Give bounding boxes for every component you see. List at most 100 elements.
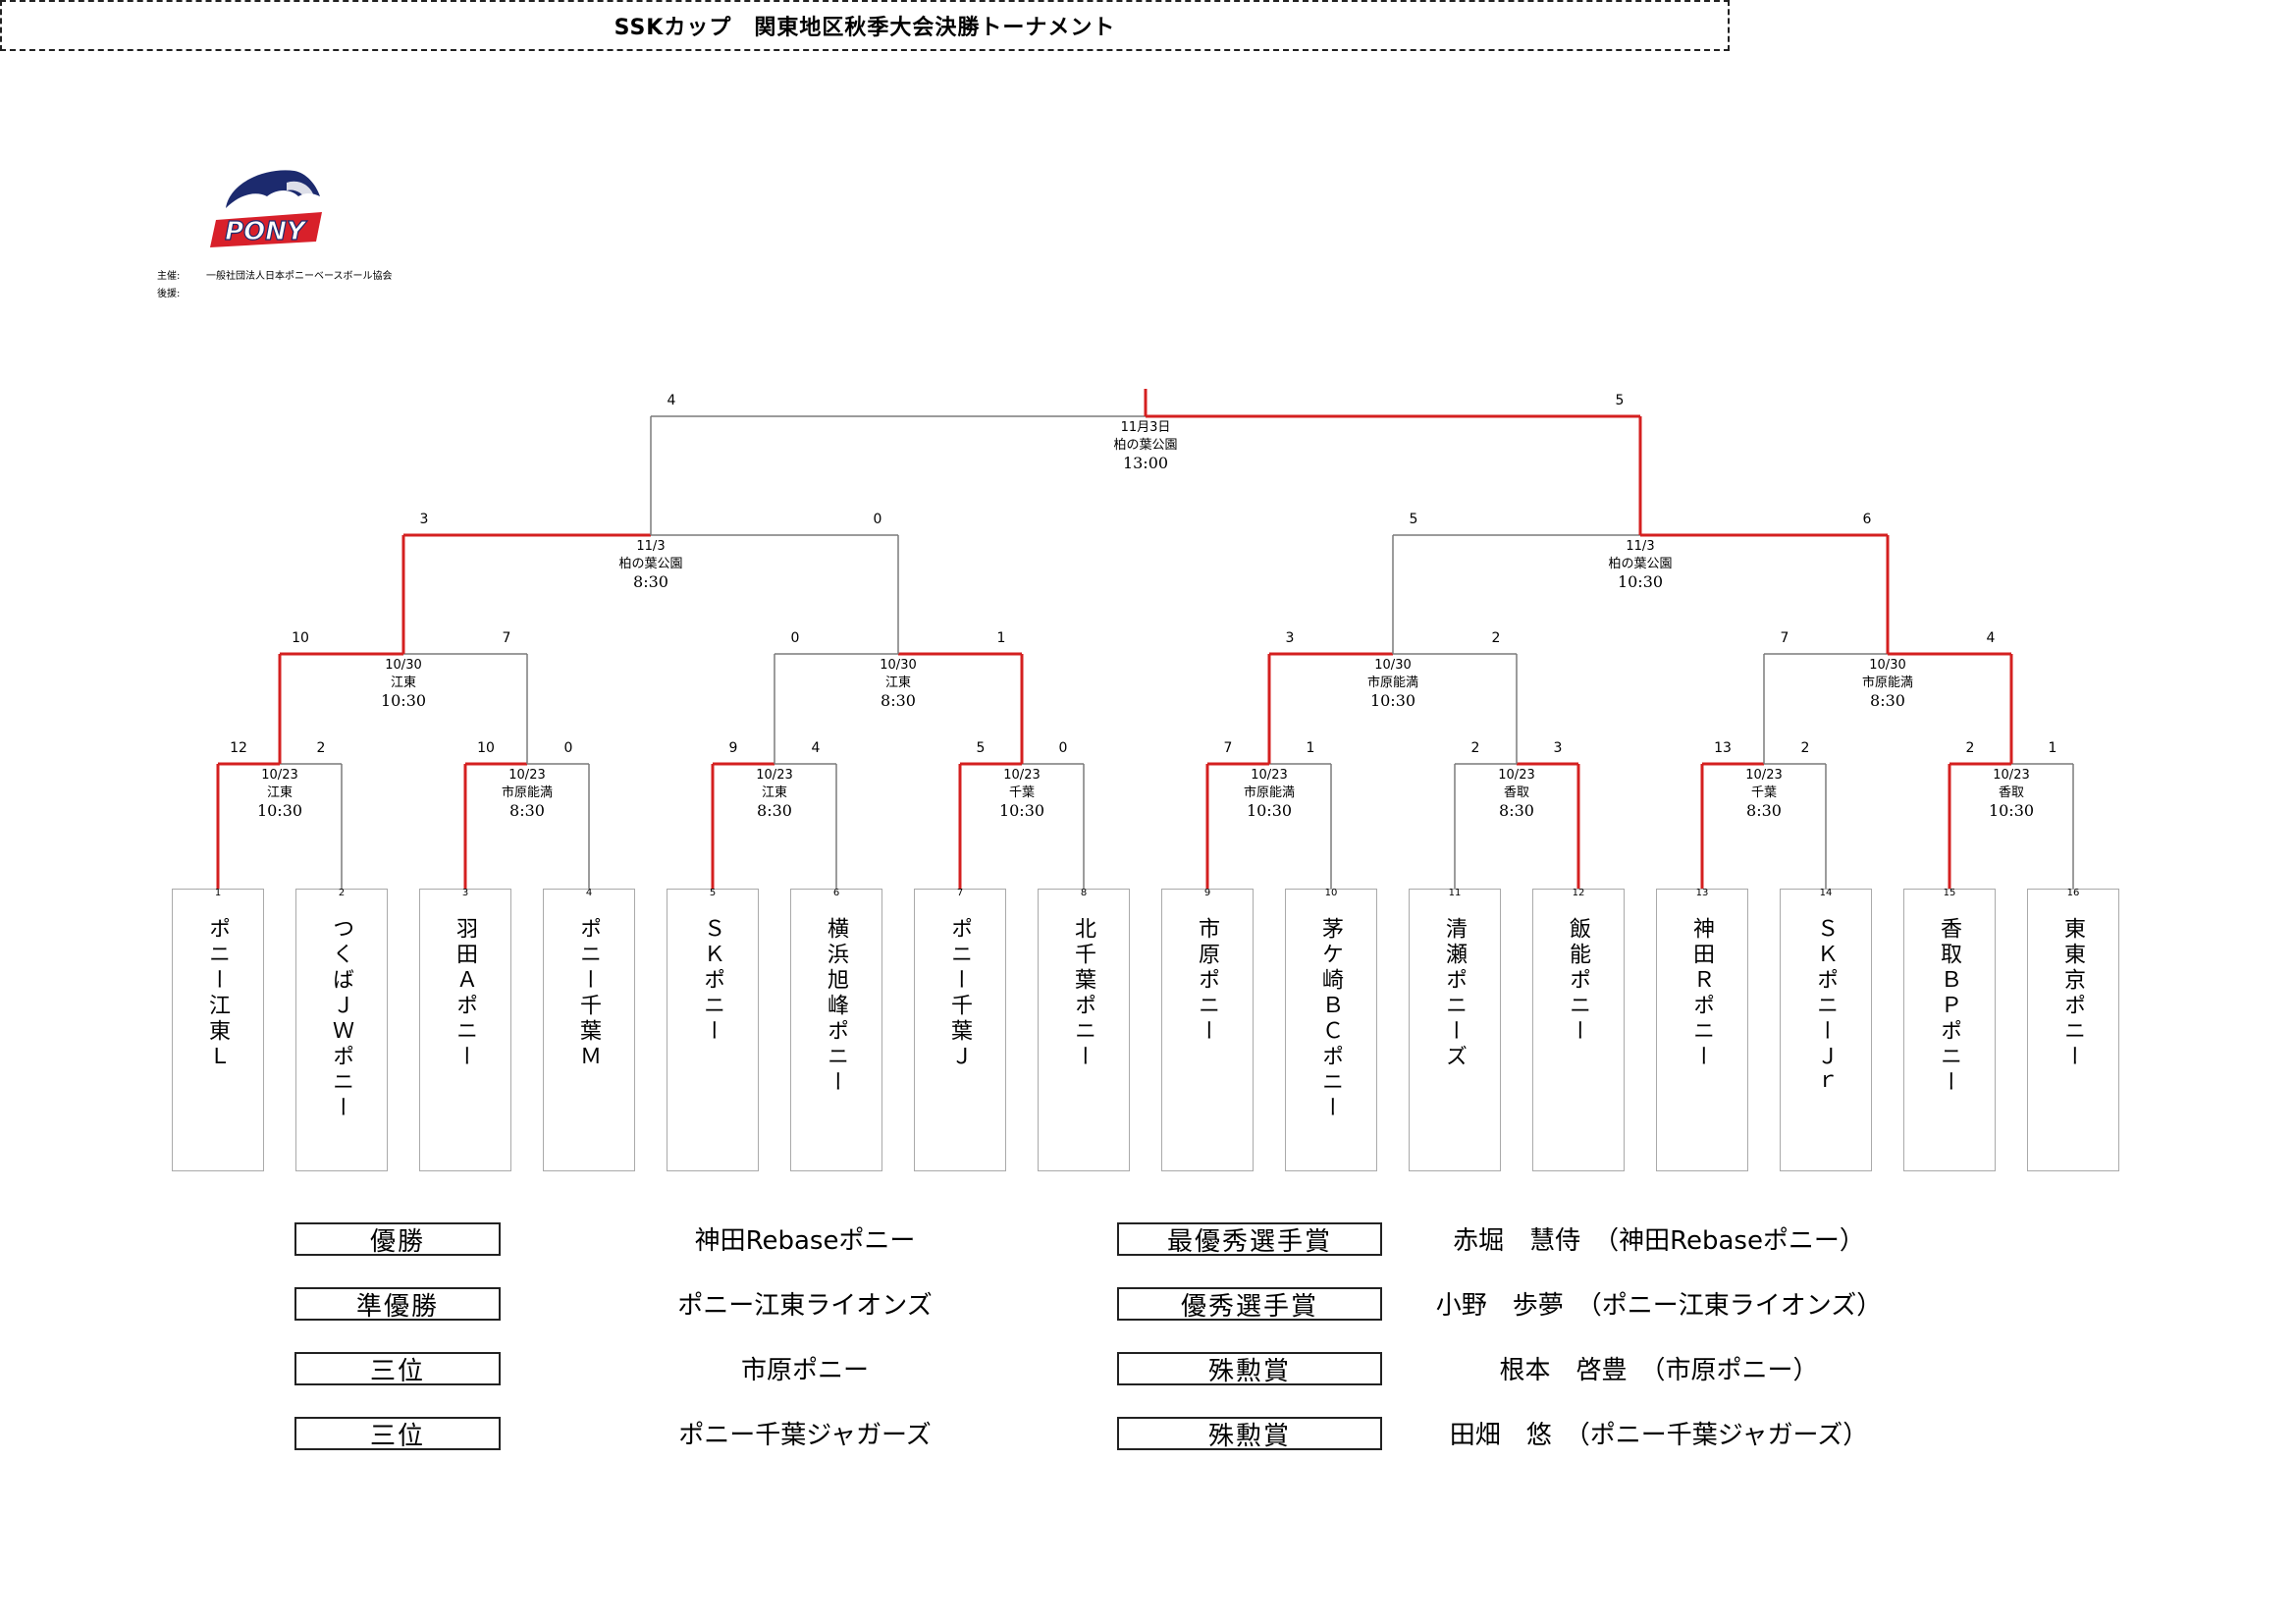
team-box: つくばＪＷポニー: [295, 889, 388, 1171]
team-box: 羽田Ａポニー: [419, 889, 511, 1171]
team-box: 北千葉ポニー: [1038, 889, 1130, 1171]
match-venue: 柏の葉公園: [1608, 557, 1673, 571]
match-date: 10/30: [385, 658, 422, 673]
score-left: 5: [1409, 512, 1418, 527]
match-venue: 江東: [884, 676, 911, 690]
score-left: 7: [1780, 630, 1789, 646]
match-time: 8:30: [757, 801, 792, 820]
match-venue: 市原能満: [1366, 676, 1418, 690]
score-right: 0: [1058, 740, 1068, 756]
team-seed: 15: [1943, 888, 1956, 898]
match-time: 10:30: [256, 801, 303, 820]
match-time: 8:30: [633, 572, 668, 591]
score-left: 2: [1470, 740, 1480, 756]
match-venue: 柏の葉公園: [1113, 438, 1178, 453]
match-venue: 香取: [1503, 785, 1529, 800]
team-box: 神田Ｒポニー: [1656, 889, 1748, 1171]
match-time: 8:30: [1746, 801, 1782, 820]
score-left: 13: [1714, 740, 1732, 756]
match-time: 8:30: [1870, 691, 1905, 710]
match-time: 10:30: [1988, 801, 2035, 820]
team-seed: 12: [1572, 888, 1585, 898]
award-winner: 神田Rebaseポニー: [694, 1226, 916, 1256]
team-box: 横浜旭峰ポニー: [790, 889, 882, 1171]
team-name: つくばＪＷポニー: [329, 917, 353, 1121]
match-date: 10/23: [1745, 768, 1783, 783]
match-venue: 市原能満: [1243, 785, 1295, 800]
team-seed: 4: [585, 888, 593, 898]
team-seed: 8: [1080, 888, 1088, 898]
award-winner: ポニー江東ライオンズ: [677, 1291, 933, 1321]
score-left: 5: [976, 740, 986, 756]
team-seed: 13: [1695, 888, 1709, 898]
score-left: 12: [230, 740, 247, 756]
match-time: 10:30: [380, 691, 427, 710]
team-box: 香取ＢＰポニー: [1903, 889, 1996, 1171]
team-box: ＳＫポニーＪｒ: [1780, 889, 1872, 1171]
match-venue: 市原能満: [1861, 676, 1913, 690]
team-name: 神田Ｒポニー: [1689, 917, 1714, 1070]
award-label: 準優勝: [294, 1287, 501, 1322]
match-venue: 香取: [1998, 785, 2024, 800]
award-label: 最優秀選手賞: [1117, 1222, 1382, 1257]
team-box: 東東京ポニー: [2027, 889, 2119, 1171]
team-name: ポニー江東Ｌ: [205, 917, 230, 1070]
sponsor-label: 主催:: [157, 271, 181, 282]
team-box: ポニー千葉Ｍ: [543, 889, 635, 1171]
award-label: 三位: [294, 1352, 501, 1386]
team-name: 飯能ポニー: [1566, 917, 1590, 1045]
score-left: 10: [477, 740, 495, 756]
award-winner: 市原ポニー: [740, 1356, 869, 1385]
score-right: 2: [1491, 630, 1501, 646]
match-venue: 江東: [390, 676, 416, 690]
match-venue: 千葉: [1750, 785, 1777, 800]
match-date: 10/23: [1003, 768, 1041, 783]
match-date: 10/30: [880, 658, 917, 673]
team-seed: 3: [461, 888, 469, 898]
team-name: ＳＫポニーＪｒ: [1813, 917, 1838, 1096]
team-name: ポニー千葉Ｍ: [576, 917, 601, 1070]
match-date: 11/3: [636, 539, 666, 554]
team-box: 清瀬ポニーズ: [1409, 889, 1501, 1171]
award-label: 優勝: [294, 1222, 501, 1257]
team-seed: 1: [214, 888, 222, 898]
award-player: 小野 歩夢 （ポニー江東ライオンズ）: [1435, 1291, 1883, 1321]
match-date: 10/23: [756, 768, 793, 783]
team-name: ＳＫポニー: [700, 917, 724, 1045]
match-date: 10/23: [1993, 768, 2030, 783]
team-box: 茅ケ崎ＢＣポニー: [1285, 889, 1377, 1171]
score-right: 5: [1615, 393, 1625, 408]
score-right: 4: [1986, 630, 1996, 646]
score-right: 6: [1862, 512, 1872, 527]
match-time: 13:00: [1122, 454, 1169, 472]
sponsor-value: 一般社団法人日本ポニーベースボール協会: [206, 271, 393, 282]
team-seed: 6: [832, 888, 840, 898]
award-label: 殊勲賞: [1117, 1352, 1382, 1386]
match-time: 10:30: [1246, 801, 1293, 820]
pony-logo: PONY: [196, 163, 334, 257]
team-seed: 9: [1203, 888, 1211, 898]
page-title: SSKカップ 関東地区秋季大会決勝トーナメント: [0, 0, 1730, 51]
team-box: 飯能ポニー: [1532, 889, 1625, 1171]
score-left: 4: [667, 393, 676, 408]
team-box: ＳＫポニー: [667, 889, 759, 1171]
match-venue: 市原能満: [501, 785, 553, 800]
score-right: 7: [502, 630, 511, 646]
team-seed: 7: [956, 888, 964, 898]
team-box: ポニー千葉Ｊ: [914, 889, 1006, 1171]
team-name: 横浜旭峰ポニー: [824, 917, 848, 1096]
award-winner: ポニー千葉ジャガーズ: [678, 1421, 932, 1450]
award-label: 優秀選手賞: [1117, 1287, 1382, 1322]
score-right: 1: [1306, 740, 1315, 756]
team-name: 東東京ポニー: [2060, 917, 2085, 1070]
match-venue: 江東: [266, 785, 293, 800]
